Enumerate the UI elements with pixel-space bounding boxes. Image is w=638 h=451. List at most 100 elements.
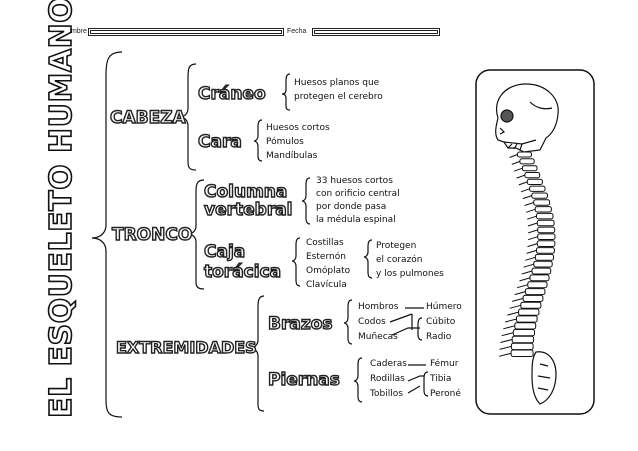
cara-desc-2: Pómulos [266,137,304,147]
piernas-joint-3: Tobillos [370,389,403,399]
vertebra [526,178,543,186]
vertebra-process [514,291,526,296]
columna-desc-4: la médula espinal [316,215,396,225]
brazos-bone-1: Húmero [426,302,462,312]
vertebra-process [527,222,538,227]
vertebra-process [527,236,538,241]
vertebra [512,329,535,337]
piernas-bone-2: Tibia [430,374,452,384]
craneo-label: Cráneo [197,83,266,104]
name-field[interactable] [88,28,284,36]
vertebra [518,308,540,316]
brazos-joint-1: Hombros [358,302,399,312]
vertebra-process [501,332,514,337]
columna-label-1: Columna [203,181,288,202]
vertebra [536,212,554,220]
caja-bone-3: Omóplato [306,266,351,276]
craneo-desc-1: Huesos planos que [294,78,380,88]
cara-label: Cara [197,131,242,152]
vertebra [520,301,542,309]
cara-desc-3: Mandíbulas [266,151,318,161]
vertebra [537,226,556,234]
vertebra-process [507,311,519,316]
vertebra [536,219,555,227]
piernas-label: Piernas [267,369,340,390]
caja-label-2: torácica [203,261,282,282]
extremidades-brace [249,295,265,412]
vertebra [534,253,555,261]
vertebra [524,288,546,296]
vertebra [531,267,552,275]
caja-desc-1: Protegen [376,241,417,251]
craneo-brace [281,73,291,111]
vertebra-process [527,215,537,220]
piernas-bone-3: Peroné [430,389,461,399]
caja-desc-3: y los pulmones [376,269,444,279]
vertebra [533,260,553,268]
vertebra [531,192,548,199]
piernas-joint-2: Rodillas [370,374,405,384]
name-label: Nombre [62,28,87,35]
brazos-joint-3: Muñecas [358,332,398,342]
vertebra-process [503,325,515,330]
caja-bone-1: Costillas [306,238,344,248]
vertebra-process [498,352,512,357]
vertebra-process [528,229,538,234]
vertebra-process [525,256,536,261]
vertebra-process [513,167,523,172]
caja-brace [291,237,301,287]
vertebra [536,247,555,254]
vertebra [514,322,537,330]
skull-icon [495,83,559,153]
skeleton-frame [475,69,595,415]
date-field[interactable] [312,28,440,36]
vertebra [511,335,535,344]
vertebra [536,240,556,248]
columna-brace [301,177,311,225]
piernas-joint-1: Caderas [370,359,407,369]
vertebra-process [519,277,531,282]
vertebra-process [524,202,534,206]
brazos-bone-2: Cúbito [426,317,456,327]
vertebra-process [527,243,538,248]
vertebra-process [516,284,528,289]
vertebra [527,281,548,289]
cabeza-brace [179,63,197,171]
brazos-joint-2: Codos [358,317,386,327]
caja-desc-2: el corazón [376,255,423,265]
main-brace [91,51,123,418]
vertebra-process [523,263,534,268]
vertebra [529,185,546,192]
vertebra-process [509,154,518,158]
piernas-bone-1: Fémur [430,359,459,369]
vertebra-process [518,181,528,186]
vertebra [524,172,541,179]
vertebra [516,315,538,323]
tronco-label: TRONCO [111,224,193,245]
extremidades-label: EXTREMIDADES [115,337,257,357]
vertebra-process [499,345,512,350]
date-label: Fecha [287,28,307,35]
vertebra-process [505,318,517,323]
columna-desc-1: 33 huesos cortos [316,176,393,186]
spine-icon [498,151,556,357]
piernas-brace [353,357,363,403]
craneo-desc-2: protegen el cerebro [294,92,383,102]
columna-desc-3: por donde pasa [316,202,387,212]
vertebra [529,274,550,282]
caja-bone-4: Clavícula [306,280,347,290]
vertebra-process [525,208,536,213]
vertebra-process [521,270,533,275]
vertebra [534,206,552,213]
vertebra [522,294,544,302]
vertebra [510,349,534,357]
vertebra-process [512,297,524,302]
vertebra-process [516,174,526,179]
protegen-brace [363,239,373,279]
columna-label-2: vertebral [203,199,293,220]
vertebra-process [511,160,521,165]
columna-desc-2: con orificio central [316,189,400,199]
vertebra-process [509,304,521,309]
